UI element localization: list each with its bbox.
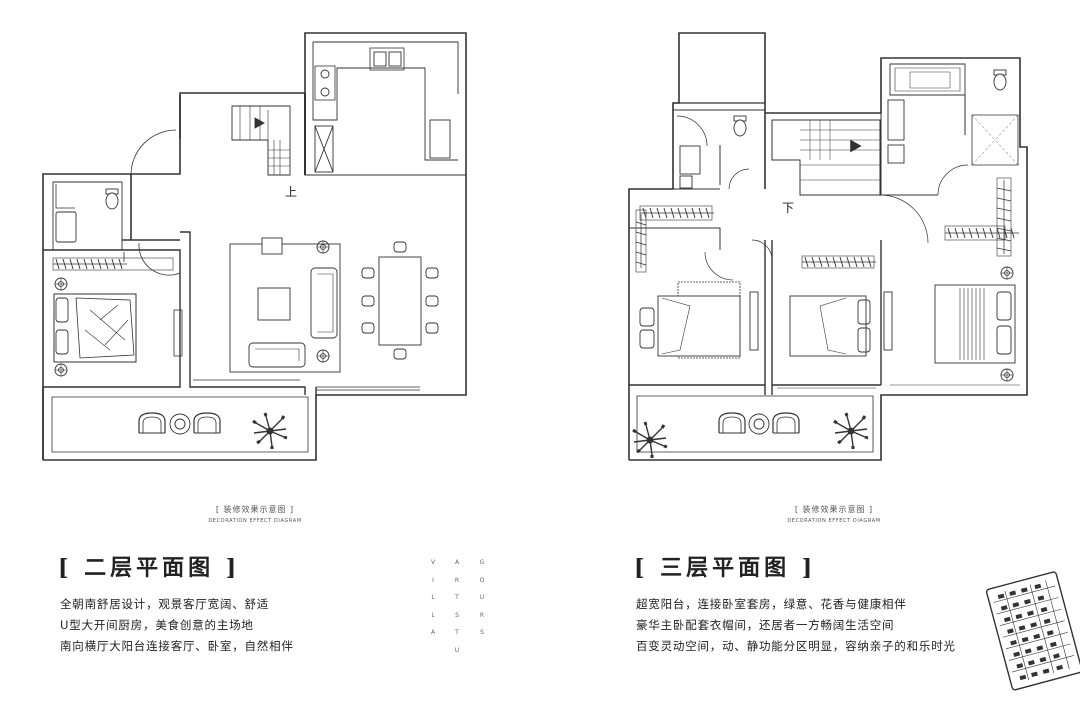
floor3-description-line: 百变灵动空间，动、静功能分区明显，容纳亲子的和乐时光 xyxy=(636,639,956,653)
floor2-plan xyxy=(42,32,467,461)
floor3-caption-zh: [ 装修效果示意图 ] xyxy=(794,505,874,514)
floor2-caption: [ 装修效果示意图 ] DECORATION EFFECT DIAGRAM xyxy=(196,504,314,524)
floor2-description-line: U型大开间厨房，美食创意的主场地 xyxy=(60,618,254,632)
floor2-description: 全朝南舒居设计，观景客厅宽阔、舒适 U型大开间厨房，美食创意的主场地 南向横厅大… xyxy=(60,594,360,657)
floor2-description-line: 南向横厅大阳台连接客厅、卧室，自然相伴 xyxy=(60,639,294,653)
floor2-description-line: 全朝南舒居设计，观景客厅宽阔、舒适 xyxy=(60,597,270,611)
floor2-furniture xyxy=(52,47,451,451)
floor3-description-line: 豪华主卧配套衣帽间，还居者一方畅阔生活空间 xyxy=(636,618,895,632)
floor3-plan xyxy=(628,32,1028,461)
floor2-caption-zh: [ 装修效果示意图 ] xyxy=(215,505,295,514)
floor2-title: [ 二层平面图 ] xyxy=(58,555,241,581)
floor3-caption-en: DECORATION EFFECT DIAGRAM xyxy=(787,518,881,524)
floor2-caption-en: DECORATION EFFECT DIAGRAM xyxy=(208,518,302,524)
floor3-title: [ 三层平面图 ] xyxy=(634,555,817,581)
site-map-thumbnail xyxy=(985,571,1080,691)
floor3-stair-label: 下 xyxy=(782,201,794,215)
floor3-description-line: 超宽阳台，连接卧室套房，绿意、花香与健康相伴 xyxy=(636,597,907,611)
floor3-furniture xyxy=(631,69,1020,460)
floor3-description: 超宽阳台，连接卧室套房，绿意、花香与健康相伴 豪华主卧配套衣帽间，还居者一方畅阔… xyxy=(636,594,966,657)
floor3-caption: [ 装修效果示意图 ] DECORATION EFFECT DIAGRAM xyxy=(775,504,893,524)
floor2-stair-label: 上 xyxy=(285,185,297,199)
